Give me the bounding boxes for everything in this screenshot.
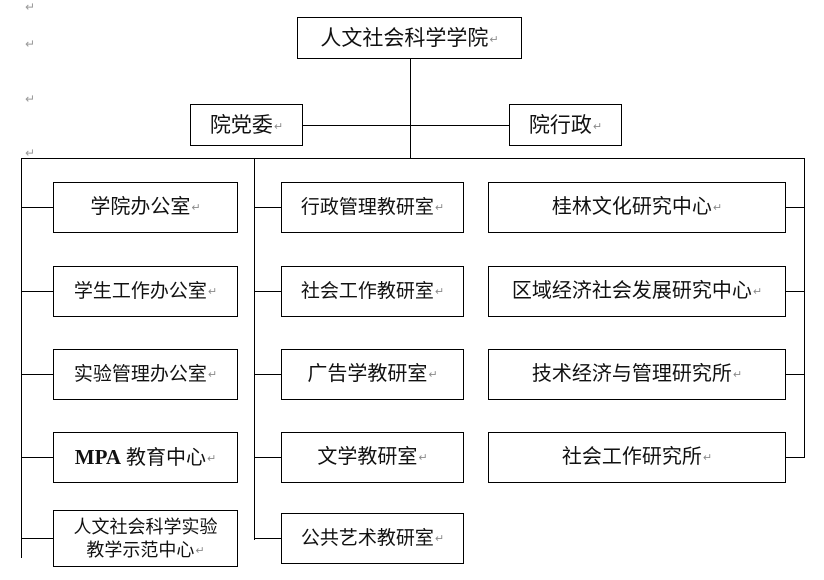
node-humanities-lab-demo-center-label: 人文社会科学实验 教学示范中心	[73, 517, 218, 560]
node-public-administration-section[interactable]: 行政管理教研室↵	[281, 182, 464, 233]
connector-stub-teaching-1	[254, 207, 281, 208]
connector-stub-research-3	[786, 374, 805, 375]
node-public-administration-section-label: 行政管理教研室	[300, 196, 434, 218]
node-lab-management-office[interactable]: 实验管理办公室↵	[53, 349, 238, 400]
node-humanities-lab-demo-center[interactable]: 人文社会科学实验 教学示范中心↵	[53, 510, 238, 567]
node-party-committee[interactable]: 院党委↵	[190, 104, 303, 146]
pilcrow-icon: ↵	[752, 285, 763, 299]
node-tech-economy-management-institute[interactable]: 技术经济与管理研究所↵	[488, 349, 786, 400]
connector-stub-research-2	[786, 291, 805, 292]
connector-spine-teaching	[254, 158, 255, 540]
node-advertising-section[interactable]: 广告学教研室↵	[281, 349, 464, 400]
connector-stub-admin-4	[21, 457, 53, 458]
node-literature-section[interactable]: 文学教研室↵	[281, 432, 464, 483]
pilcrow-icon: ↵	[418, 451, 428, 465]
pilcrow-icon: ↵	[434, 531, 445, 545]
node-student-affairs-office[interactable]: 学生工作办公室↵	[53, 266, 238, 317]
node-regional-economy-research-center[interactable]: 区域经济社会发展研究中心↵	[488, 266, 786, 317]
node-literature-section-label: 文学教研室	[317, 446, 418, 468]
connector-stub-admin-1	[21, 207, 53, 208]
node-tech-economy-management-institute-label: 技术经济与管理研究所	[531, 363, 732, 385]
margin-pilcrow-1: ↵	[25, 0, 36, 14]
node-social-work-institute-label: 社会工作研究所	[561, 446, 702, 468]
connector-root-stem	[410, 58, 411, 158]
connector-stub-teaching-3	[254, 374, 281, 375]
pilcrow-icon: ↵	[434, 200, 445, 214]
connector-main-bar	[21, 158, 805, 159]
pilcrow-icon: ↵	[712, 201, 723, 215]
margin-pilcrow-4: ↵	[25, 146, 36, 160]
node-regional-economy-research-center-label: 区域经济社会发展研究中心	[511, 280, 752, 302]
node-college-office-label: 学院办公室	[90, 196, 191, 218]
node-social-work-section-label: 社会工作教研室	[300, 280, 434, 302]
margin-pilcrow-3: ↵	[25, 92, 36, 106]
node-administration-office[interactable]: 院行政↵	[509, 104, 622, 146]
connector-level2-horizontal	[303, 125, 510, 126]
node-student-affairs-office-label: 学生工作办公室	[73, 280, 207, 302]
pilcrow-icon: ↵	[732, 368, 743, 382]
connector-stub-admin-2	[21, 291, 53, 292]
node-party-committee-label: 院党委	[209, 112, 273, 137]
pilcrow-icon: ↵	[434, 284, 445, 298]
pilcrow-icon: ↵	[207, 452, 217, 466]
node-guilin-culture-research-center[interactable]: 桂林文化研究中心↵	[488, 182, 786, 233]
pilcrow-icon: ↵	[428, 368, 438, 382]
connector-stub-research-1	[786, 207, 805, 208]
pilcrow-icon: ↵	[489, 32, 499, 46]
node-mpa-education-center[interactable]: MPA 教育中心↵	[53, 432, 238, 483]
connector-stub-teaching-4	[254, 457, 281, 458]
pilcrow-icon: ↵	[207, 284, 218, 298]
pilcrow-icon: ↵	[207, 367, 218, 381]
node-lab-management-office-label: 实验管理办公室	[73, 363, 207, 385]
node-root[interactable]: 人文社会科学学院↵	[297, 17, 522, 59]
node-public-art-section[interactable]: 公共艺术教研室↵	[281, 513, 464, 564]
connector-stub-research-4	[786, 457, 805, 458]
node-mpa-education-center-label: 教育中心	[126, 447, 207, 469]
pilcrow-icon: ↵	[191, 201, 201, 215]
pilcrow-icon: ↵	[273, 119, 284, 133]
node-administration-office-label: 院行政	[528, 112, 592, 137]
pilcrow-icon: ↵	[702, 451, 713, 465]
node-college-office[interactable]: 学院办公室↵	[53, 182, 238, 233]
connector-spine-research	[804, 158, 805, 458]
connector-stub-teaching-2	[254, 291, 281, 292]
node-guilin-culture-research-center-label: 桂林文化研究中心	[551, 196, 712, 218]
connector-stub-admin-5	[21, 538, 53, 539]
pilcrow-icon: ↵	[195, 543, 205, 557]
node-public-art-section-label: 公共艺术教研室	[300, 527, 434, 549]
node-root-label: 人文社会科学学院	[320, 25, 489, 50]
node-mpa-education-center-prefix: MPA	[74, 445, 122, 469]
margin-pilcrow-2: ↵	[25, 37, 36, 51]
connector-spine-administration	[21, 158, 22, 558]
node-advertising-section-label: 广告学教研室	[307, 363, 428, 385]
connector-stub-teaching-5	[254, 538, 281, 539]
pilcrow-icon: ↵	[592, 119, 603, 133]
connector-stub-admin-3	[21, 374, 53, 375]
node-social-work-section[interactable]: 社会工作教研室↵	[281, 266, 464, 317]
node-social-work-institute[interactable]: 社会工作研究所↵	[488, 432, 786, 483]
